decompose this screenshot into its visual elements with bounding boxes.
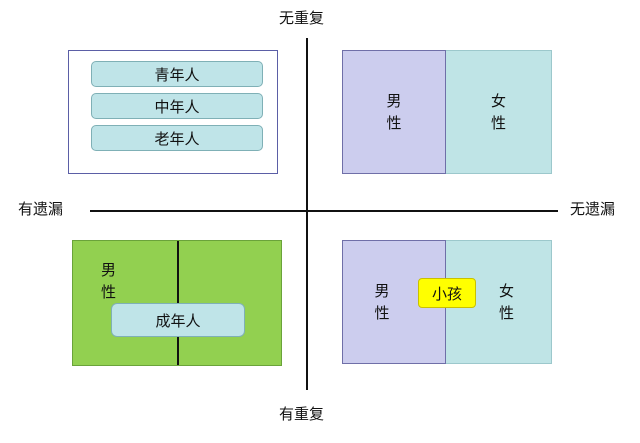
male-char-1: 男 <box>386 92 402 110</box>
male-char-1: 男 <box>374 282 390 300</box>
female-char-1: 女 <box>498 282 514 300</box>
quadrant-top-right: 男 性 女 性 <box>342 50 552 174</box>
axis-label-left: 有遗漏 <box>18 200 64 218</box>
age-group-elderly: 老年人 <box>91 125 263 151</box>
male-char-1: 男 <box>101 261 117 279</box>
male-char-2: 性 <box>374 304 390 322</box>
quadrant-top-left: 青年人 中年人 老年人 <box>68 50 278 174</box>
male-char-2: 性 <box>101 283 117 301</box>
vertical-axis <box>306 38 308 390</box>
horizontal-axis <box>90 210 558 212</box>
age-group-youth: 青年人 <box>91 61 263 87</box>
adult-box: 成年人 <box>111 303 245 337</box>
male-char-2: 性 <box>386 114 402 132</box>
age-group-middle: 中年人 <box>91 93 263 119</box>
quadrant-bottom-left: 男 性 成年人 <box>72 240 282 366</box>
female-char-1: 女 <box>490 92 506 110</box>
female-char-2: 性 <box>490 114 506 132</box>
female-region: 女 性 <box>446 50 552 174</box>
quadrant-bottom-right: 男 性 女 性 小孩 <box>342 240 552 364</box>
male-region: 男 性 <box>342 50 446 174</box>
male-region: 男 性 <box>342 240 446 364</box>
axis-label-top: 无重复 <box>279 9 325 27</box>
axis-label-bottom: 有重复 <box>279 405 325 423</box>
axis-label-right: 无遗漏 <box>570 200 616 218</box>
female-char-2: 性 <box>498 304 514 322</box>
male-label: 男 性 <box>101 259 116 303</box>
child-box: 小孩 <box>418 278 476 308</box>
